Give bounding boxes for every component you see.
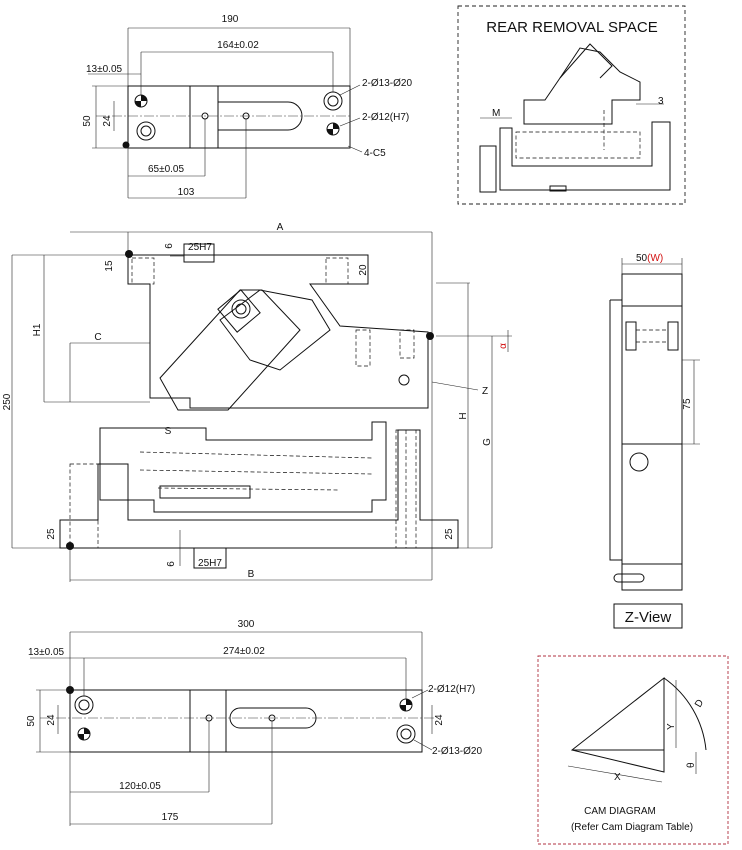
callout-holes-13-20: 2-Ø13-Ø20	[362, 78, 412, 89]
dim-h1: H1	[32, 323, 43, 336]
dim-b: B	[248, 569, 255, 580]
bottom-plan-body	[69, 689, 423, 753]
dim-6-bottom: 6	[166, 561, 177, 567]
dim-h: H	[458, 412, 469, 419]
dim-103: 103	[178, 187, 195, 198]
callout-holes-12h7: 2-Ø12(H7)	[362, 112, 409, 123]
fit-top: 25H7	[188, 242, 212, 253]
dim-164: 164±0.02	[217, 40, 259, 51]
callout-bottom-12h7: 2-Ø12(H7)	[428, 684, 475, 695]
front-cam-head	[159, 289, 301, 411]
callout-bottom-13-20: 2-Ø13-Ø20	[432, 746, 482, 757]
dim-m: M	[492, 108, 500, 119]
dim-c: C	[94, 332, 101, 343]
cam-label-y: Y	[666, 723, 677, 730]
dim-15: 15	[104, 260, 115, 272]
dim-g: G	[482, 438, 493, 446]
top-plan-view: 190 164±0.02 13±0.05 50 24 65±0.05 103 2…	[82, 14, 412, 199]
dim-13-bottom: 13±0.05	[28, 647, 65, 658]
z-view-dim-75: 75	[682, 398, 693, 410]
dim-a: A	[277, 222, 284, 233]
cam-diagram-title: CAM DIAGRAM	[584, 806, 656, 817]
cam-label-theta: θ	[686, 762, 697, 768]
front-view: A B C S H1 250 H G Z α 25H7 25H7 6 6 15 …	[2, 222, 512, 582]
dim-120: 120±0.05	[119, 781, 161, 792]
bottom-plan-view: 300 13±0.05 274±0.02 50 24 24 120±0.05 1…	[26, 619, 482, 826]
cam-diagram-triangle	[570, 676, 665, 773]
dim-250: 250	[2, 393, 13, 410]
dim-24-right: 24	[434, 714, 445, 726]
dim-3: 3	[658, 96, 664, 107]
dim-13: 13±0.05	[86, 64, 123, 75]
rear-removal-space: REAR REMOVAL SPACE M 3	[457, 5, 686, 205]
dim-25-right: 25	[444, 528, 455, 540]
dim-24-left: 24	[46, 714, 57, 726]
cam-label-x: X	[614, 772, 621, 783]
rear-removal-title: REAR REMOVAL SPACE	[486, 19, 657, 36]
z-view-body	[621, 273, 683, 591]
dim-6-top: 6	[164, 243, 175, 249]
dim-50: 50	[82, 115, 93, 127]
z-view: 50(W) 75 Z-View	[609, 253, 700, 629]
z-view-width: 50(W)	[636, 253, 663, 264]
dim-25-left: 25	[46, 528, 57, 540]
fit-bottom: 25H7	[198, 558, 222, 569]
dim-300: 300	[238, 619, 255, 630]
callout-chamfer: 4-C5	[364, 148, 386, 159]
z-view-label: Z-View	[625, 609, 672, 626]
dim-50-bottom: 50	[26, 715, 37, 727]
dim-z: Z	[482, 386, 488, 397]
dim-20: 20	[358, 264, 369, 276]
front-upper-plate	[127, 254, 429, 409]
cam-label-d: D	[693, 698, 706, 710]
dim-274: 274±0.02	[223, 646, 265, 657]
angle-mark: α	[498, 343, 509, 349]
dim-24: 24	[102, 115, 113, 127]
cam-diagram-note: (Refer Cam Diagram Table)	[571, 822, 693, 833]
dim-s: S	[165, 426, 172, 437]
dim-175: 175	[162, 812, 179, 823]
cam-diagram: X Y θ D CAM DIAGRAM (Refer Cam Diagram T…	[537, 655, 729, 845]
top-plan-body	[127, 85, 351, 149]
front-slider	[99, 421, 387, 513]
dim-65: 65±0.05	[148, 164, 185, 175]
dim-190: 190	[222, 14, 239, 25]
